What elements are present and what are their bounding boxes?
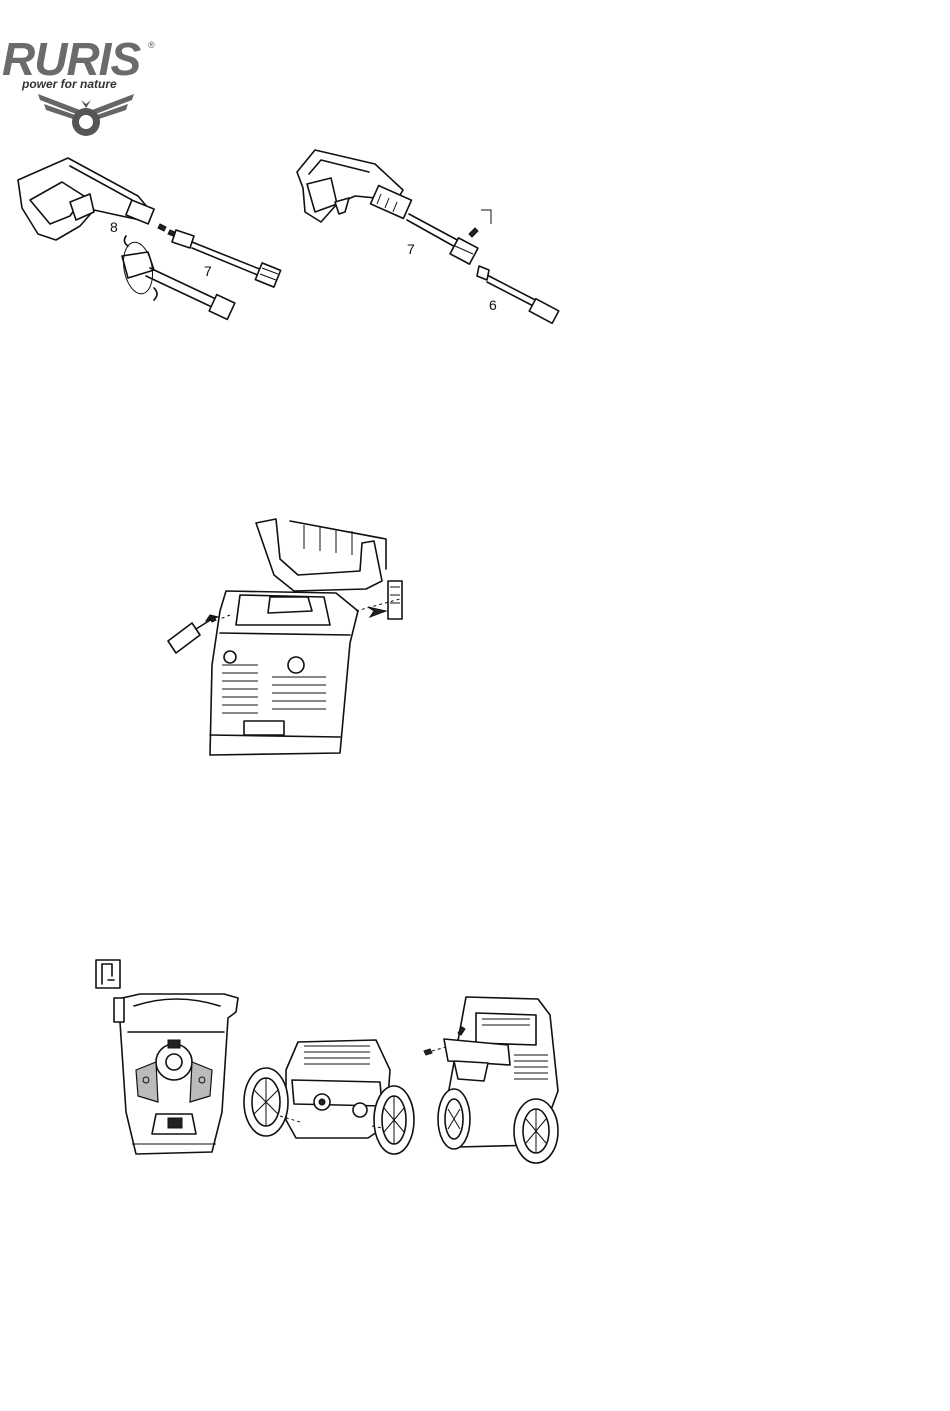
callout-6: 6 bbox=[489, 297, 497, 313]
callout-7: 7 bbox=[407, 241, 415, 257]
machine-front-view-figure bbox=[112, 992, 242, 1162]
gun-extension-lance-figure: 7 6 bbox=[285, 142, 565, 332]
handle-assembly-figure bbox=[160, 515, 420, 765]
gun-lance-assembly-figure: 8 7 bbox=[10, 138, 290, 338]
eagle-emblem-icon bbox=[36, 90, 136, 142]
registered-mark: ® bbox=[148, 40, 155, 50]
brand-tagline: power for nature bbox=[22, 77, 117, 91]
wheel-installation-figure bbox=[240, 1030, 420, 1170]
machine-assembled-figure bbox=[418, 995, 578, 1167]
brand-name: RURIS bbox=[2, 36, 140, 82]
brand-logo: RURIS ® power for nature bbox=[0, 30, 170, 120]
bracket-icon bbox=[94, 958, 124, 992]
callout-8: 8 bbox=[110, 219, 118, 235]
callout-7: 7 bbox=[204, 263, 212, 279]
